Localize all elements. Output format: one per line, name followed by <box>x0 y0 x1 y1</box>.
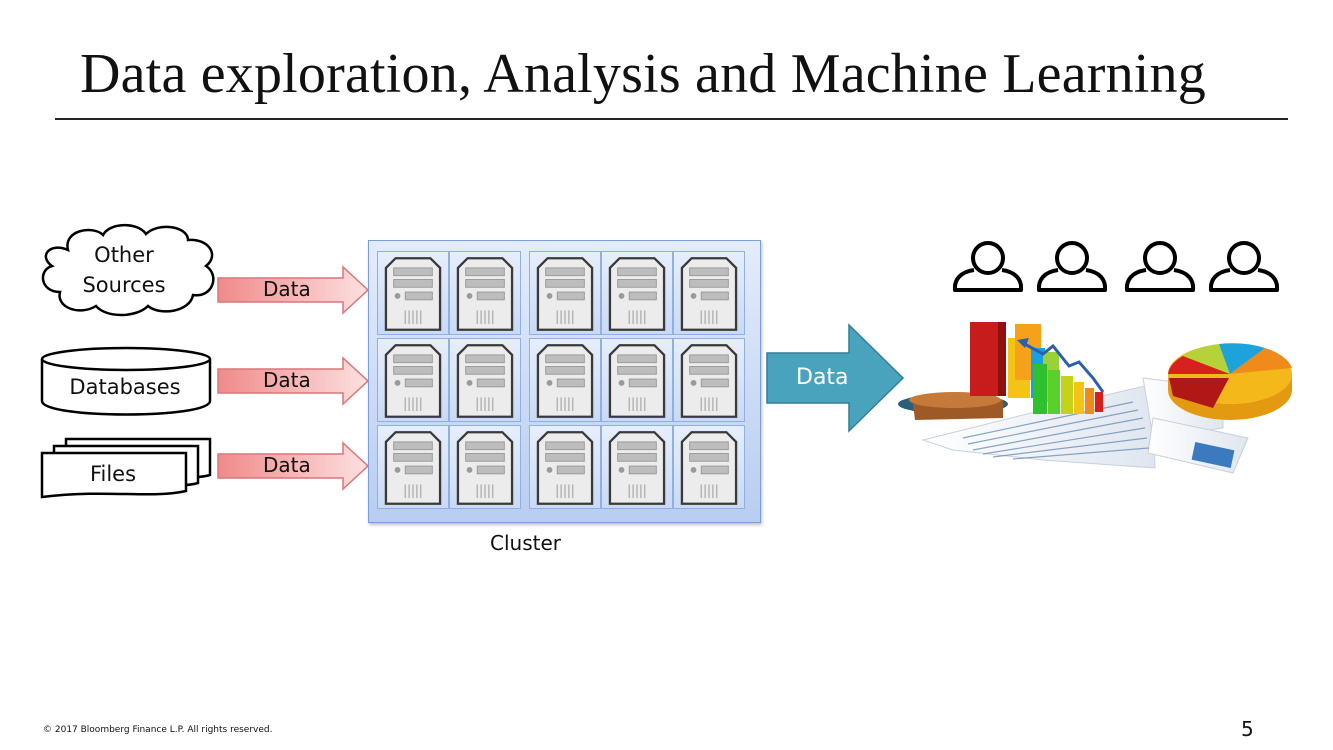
other-sources-line2: Sources <box>82 273 166 297</box>
input-arrow-3 <box>217 441 370 491</box>
cluster-node <box>377 338 449 422</box>
cluster-node <box>449 251 521 335</box>
input-arrow-2 <box>217 356 370 406</box>
page-number: 5 <box>1241 717 1254 741</box>
multi-document-icon <box>40 437 212 499</box>
files-label: Files <box>89 462 137 486</box>
output-arrow-label: Data <box>796 365 849 390</box>
cluster-node <box>673 338 745 422</box>
cluster-node <box>377 425 449 509</box>
title-divider <box>55 118 1288 120</box>
input-arrow-2-label: Data <box>263 368 311 392</box>
database-cylinder-icon <box>40 346 212 416</box>
cloud-icon <box>41 223 215 317</box>
cluster-node <box>529 338 601 422</box>
user-icon <box>1036 241 1108 292</box>
user-icon <box>1208 241 1280 292</box>
slide-title: Data exploration, Analysis and Machine L… <box>80 43 1206 105</box>
user-icon <box>952 241 1024 292</box>
cluster-node <box>673 425 745 509</box>
cluster-node <box>673 251 745 335</box>
input-arrow-1-label: Data <box>263 277 311 301</box>
cluster-node <box>449 425 521 509</box>
cluster-node <box>529 425 601 509</box>
cluster-node <box>601 425 673 509</box>
cluster-node <box>529 251 601 335</box>
cluster-node <box>377 251 449 335</box>
input-arrow-1 <box>217 265 370 315</box>
user-icon <box>1124 241 1196 292</box>
other-sources-line1: Other <box>94 243 154 267</box>
cluster-label: Cluster <box>490 531 561 555</box>
cluster-node <box>601 251 673 335</box>
output-arrow <box>766 323 905 433</box>
cluster-node <box>601 338 673 422</box>
cluster-container <box>368 240 761 523</box>
charts-and-reports-icon <box>898 322 1292 474</box>
other-sources-label: Other Sources <box>64 240 184 300</box>
cluster-node <box>449 338 521 422</box>
input-arrow-3-label: Data <box>263 453 311 477</box>
copyright-footer: © 2017 Bloomberg Finance L.P. All rights… <box>43 725 273 735</box>
databases-label: Databases <box>69 375 181 399</box>
